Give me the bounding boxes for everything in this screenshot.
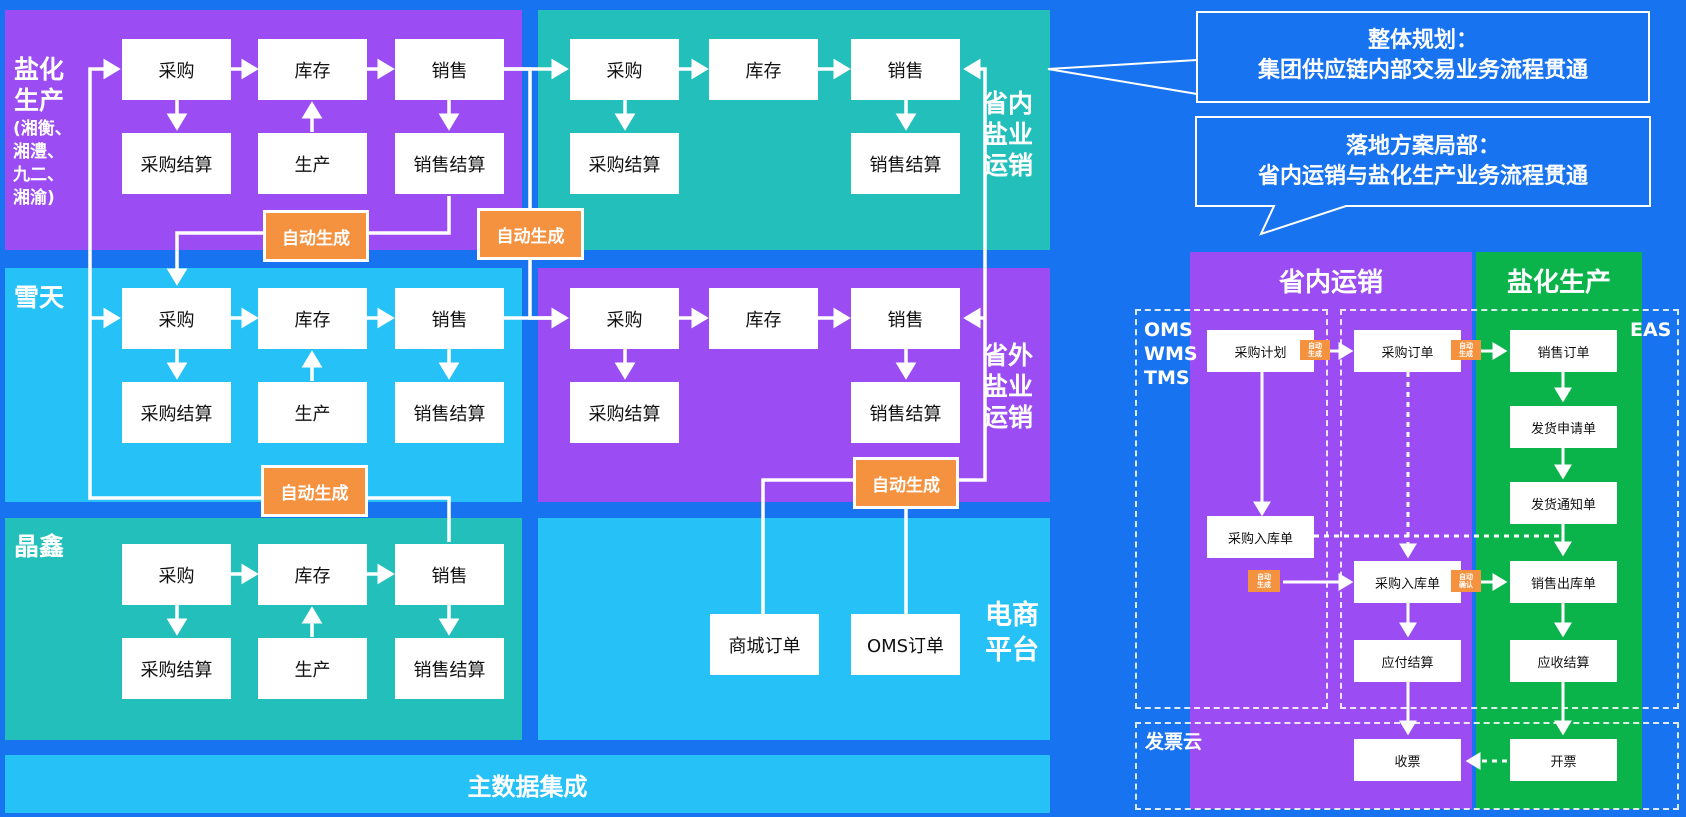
province-in-purchase-settlement-node[interactable]: 采购结算 [570,133,679,194]
salt-sales-node[interactable]: 销售 [395,39,504,100]
salt-production-node[interactable]: 生产 [258,133,367,194]
xuetian-sales-node[interactable]: 销售 [395,288,504,349]
mall-order-node[interactable]: 商城订单 [710,614,819,675]
auto-generate-badge-2: 自动生成 [477,208,584,260]
xuetian-inventory-node[interactable]: 库存 [258,288,367,349]
province-out-inventory-node[interactable]: 库存 [709,288,818,349]
detail-sales-outbound-node[interactable]: 销售出库单 [1510,561,1617,603]
auto-generate-badge-4: 自动生成 [853,457,959,509]
system-label-oms-wms-tms: OMS WMS TMS [1144,319,1198,389]
callout-local-title: 落地方案局部： [1345,134,1500,159]
province-in-sales-settlement-node[interactable]: 销售结算 [851,133,960,194]
section-label-province-in: 省内 盐业 运销 [983,89,1034,180]
salt-purchase-settlement-node[interactable]: 采购结算 [122,133,231,194]
xuetian-purchase-settlement-node[interactable]: 采购结算 [122,382,231,443]
detail-purchase-plan-node[interactable]: 采购计划 [1207,330,1314,372]
salt-sales-settlement-node[interactable]: 销售结算 [395,133,504,194]
salt-inventory-node[interactable]: 库存 [258,39,367,100]
detail-issue-invoice-node[interactable]: 开票 [1510,739,1617,781]
province-in-inventory-node[interactable]: 库存 [709,39,818,100]
callout-overall-title: 整体规划： [1367,28,1478,53]
jingxin-purchase-settlement-node[interactable]: 采购结算 [122,638,231,699]
xuetian-production-node[interactable]: 生产 [258,382,367,443]
system-label-eas: EAS [1630,319,1672,341]
mini-auto-generate-badge-1: 自动 生成 [1300,340,1330,360]
callout-overall-text: 整体规划： 集团供应链内部交易业务流程贯通 [1196,26,1650,86]
detail-payable-settlement-node[interactable]: 应付结算 [1354,640,1461,682]
system-label-invoice-cloud: 发票云 [1145,731,1203,753]
detail-delivery-request-node[interactable]: 发货申请单 [1510,406,1617,448]
oms-order-node[interactable]: OMS订单 [851,614,960,675]
section-label-xuetian: 雪天 [14,283,65,312]
jingxin-production-node[interactable]: 生产 [258,638,367,699]
xuetian-sales-settlement-node[interactable]: 销售结算 [395,382,504,443]
detail-purchase-receipt-mid-node[interactable]: 采购入库单 [1354,561,1461,603]
auto-generate-badge-3: 自动生成 [261,465,368,517]
detail-col-province-in-label: 省内运销 [1278,268,1383,298]
province-out-purchase-node[interactable]: 采购 [570,288,679,349]
callout-local-text: 落地方案局部： 省内运销与盐化生产业务流程贯通 [1196,132,1650,192]
detail-purchase-receipt-left-node[interactable]: 采购入库单 [1207,516,1314,558]
oms-system-boundary [1135,309,1328,709]
jingxin-purchase-node[interactable]: 采购 [122,544,231,605]
province-in-purchase-node[interactable]: 采购 [570,39,679,100]
callout-local-body: 省内运销与盐化生产业务流程贯通 [1257,164,1588,189]
mini-auto-confirm-badge: 自动 确认 [1451,570,1481,592]
section-label-province-out: 省外 盐业 运销 [983,341,1034,432]
section-label-jingxin: 晶鑫 [14,532,65,561]
section-label-salt-production: 盐化 生产 [14,55,65,115]
master-data-label: 主数据集成 [467,772,588,801]
detail-receive-invoice-node[interactable]: 收票 [1354,739,1461,781]
callout-overall-box [1196,11,1650,103]
salt-purchase-node[interactable]: 采购 [122,39,231,100]
xuetian-purchase-node[interactable]: 采购 [122,288,231,349]
master-data-panel: 主数据集成 [5,755,1050,813]
detail-col-salt-production-label: 盐化生产 [1506,268,1611,298]
section-label-salt-production-sub: (湘衡、 湘澧、 九二、 湘渝) [13,119,72,208]
province-out-sales-node[interactable]: 销售 [851,288,960,349]
callout-overall-body: 集团供应链内部交易业务流程贯通 [1257,58,1588,83]
mini-auto-generate-badge-3: 自动 生成 [1248,570,1280,592]
jingxin-sales-node[interactable]: 销售 [395,544,504,605]
detail-delivery-notice-node[interactable]: 发货通知单 [1510,482,1617,524]
detail-sales-order-node[interactable]: 销售订单 [1510,330,1617,372]
eas-system-boundary [1340,309,1679,709]
province-out-purchase-settlement-node[interactable]: 采购结算 [570,382,679,443]
detail-receivable-settlement-node[interactable]: 应收结算 [1510,640,1617,682]
mini-auto-generate-badge-2: 自动 生成 [1451,340,1481,360]
section-label-ecommerce: 电商 平台 [985,600,1039,666]
province-out-sales-settlement-node[interactable]: 销售结算 [851,382,960,443]
province-in-sales-node[interactable]: 销售 [851,39,960,100]
auto-generate-badge-1: 自动生成 [263,210,369,262]
jingxin-inventory-node[interactable]: 库存 [258,544,367,605]
detail-purchase-order-node[interactable]: 采购订单 [1354,330,1461,372]
jingxin-sales-settlement-node[interactable]: 销售结算 [395,638,504,699]
